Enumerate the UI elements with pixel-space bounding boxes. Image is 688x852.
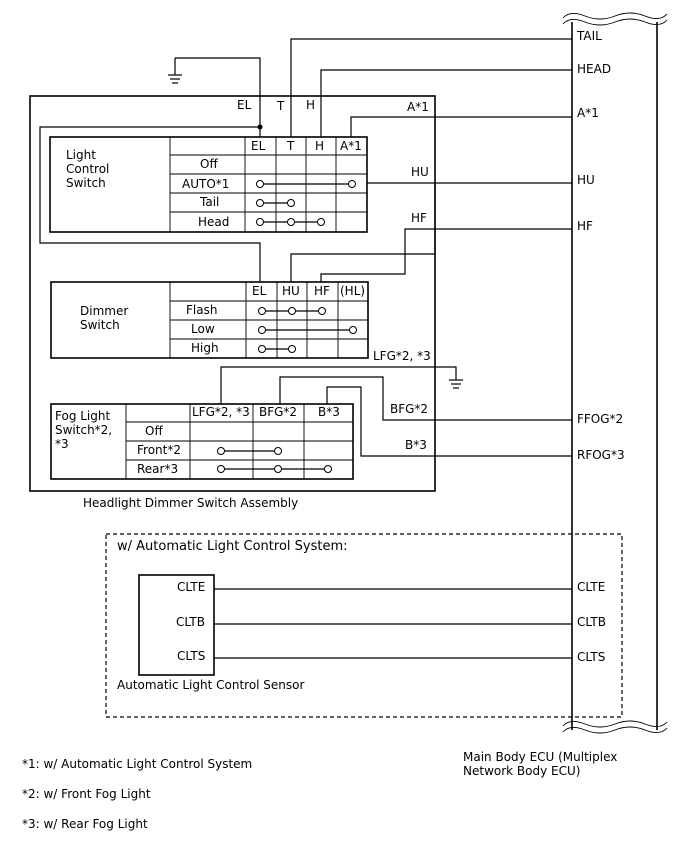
lcs-col-a1: A*1: [340, 139, 362, 153]
fls-row-off: Off: [145, 424, 163, 438]
footnote-2: *2: w/ Front Fog Light: [22, 787, 151, 801]
wire-label-b3: B*3: [405, 438, 427, 452]
light-control-switch: Light Control Switch EL T H A*1 Off AUTO…: [49, 136, 368, 233]
headlight-dimmer-switch-assembly: Headlight Dimmer Switch Assembly: [29, 95, 436, 510]
wire-label-bfg: BFG*2: [390, 402, 428, 416]
lcs-row-auto: AUTO*1: [182, 177, 229, 191]
ecu-pin-cltb: CLTB: [577, 615, 606, 629]
sensor-pin-clte: CLTE: [177, 580, 205, 594]
wires: [39, 38, 572, 457]
fls-col-b3: B*3: [318, 405, 340, 419]
main-body-ecu: TAIL HEAD A*1 HU HF FFOG*2 RFOG*3 CLTE C…: [463, 12, 668, 778]
lcs-row-off: Off: [200, 157, 218, 171]
ecu-pin-rfog: RFOG*3: [577, 448, 625, 462]
ds-title-1: Dimmer: [80, 304, 128, 318]
fls-title-1: Fog Light: [55, 409, 110, 423]
ecu-pin-clte: CLTE: [577, 580, 605, 594]
wire-label-t: T: [276, 99, 285, 113]
sensor-name: Automatic Light Control Sensor: [117, 678, 305, 692]
fls-row-front: Front*2: [137, 443, 181, 457]
wire-label-hu: HU: [411, 165, 429, 179]
ds-row-flash: Flash: [186, 303, 217, 317]
wire-label-el: EL: [237, 98, 252, 112]
ecu-pin-tail: TAIL: [576, 29, 602, 43]
ds-row-low: Low: [191, 322, 215, 336]
lcs-col-el: EL: [251, 139, 266, 153]
lcs-title-2: Control: [66, 162, 109, 176]
fls-col-lfg: LFG*2, *3: [192, 405, 250, 419]
lcs-col-h: H: [315, 139, 324, 153]
footnote-1: *1: w/ Automatic Light Control System: [22, 757, 252, 771]
ecu-pin-clts: CLTS: [577, 650, 605, 664]
ecu-pin-hu: HU: [577, 173, 595, 187]
ds-row-high: High: [191, 341, 219, 355]
wire-label-a1: A*1: [407, 100, 429, 114]
wire-label-hf: HF: [411, 211, 427, 225]
fls-row-rear: Rear*3: [137, 462, 178, 476]
auto-light-section: w/ Automatic Light Control System: CLTE …: [105, 533, 623, 718]
footnote-3: *3: w/ Rear Fog Light: [22, 817, 148, 831]
ds-col-el: EL: [252, 284, 267, 298]
footnotes: *1: w/ Automatic Light Control System *2…: [22, 757, 252, 831]
ecu-pin-head: HEAD: [577, 62, 611, 76]
wire-label-h: H: [306, 98, 315, 112]
lcs-title-1: Light: [66, 148, 96, 162]
ecu-name-line1: Main Body ECU (Multiplex: [463, 750, 617, 764]
ecu-pin-ffog: FFOG*2: [577, 412, 623, 426]
lcs-col-t: T: [286, 139, 295, 153]
fog-light-switch: Fog Light Switch*2, *3 LFG*2, *3 BFG*2 B…: [50, 403, 354, 480]
ecu-pin-hf: HF: [577, 219, 593, 233]
sensor-pin-cltb: CLTB: [176, 615, 205, 629]
fls-title-2: Switch*2,: [55, 423, 112, 437]
dimmer-switch: Dimmer Switch EL HU HF (HL) Flash Low Hi…: [50, 281, 369, 359]
lcs-row-tail: Tail: [199, 195, 219, 209]
sensor-pin-clts: CLTS: [177, 649, 205, 663]
ds-col-hu: HU: [282, 284, 300, 298]
auto-light-section-title: w/ Automatic Light Control System:: [117, 539, 348, 554]
ds-col-hf: HF: [314, 284, 330, 298]
wire-label-lfg: LFG*2, *3: [373, 349, 431, 363]
ecu-pin-a1: A*1: [577, 106, 599, 120]
lcs-title-3: Switch: [66, 176, 106, 190]
wire-labels: EL T H A*1 HU HF LFG*2, *3 BFG*2 B*3: [237, 98, 431, 452]
ds-col-hl: (HL): [340, 284, 365, 298]
assembly-name: Headlight Dimmer Switch Assembly: [83, 496, 298, 510]
lcs-row-head: Head: [198, 215, 229, 229]
ds-title-2: Switch: [80, 318, 120, 332]
fls-col-bfg: BFG*2: [259, 405, 297, 419]
fls-title-3: *3: [55, 437, 69, 451]
ecu-name-line2: Network Body ECU): [463, 764, 580, 778]
